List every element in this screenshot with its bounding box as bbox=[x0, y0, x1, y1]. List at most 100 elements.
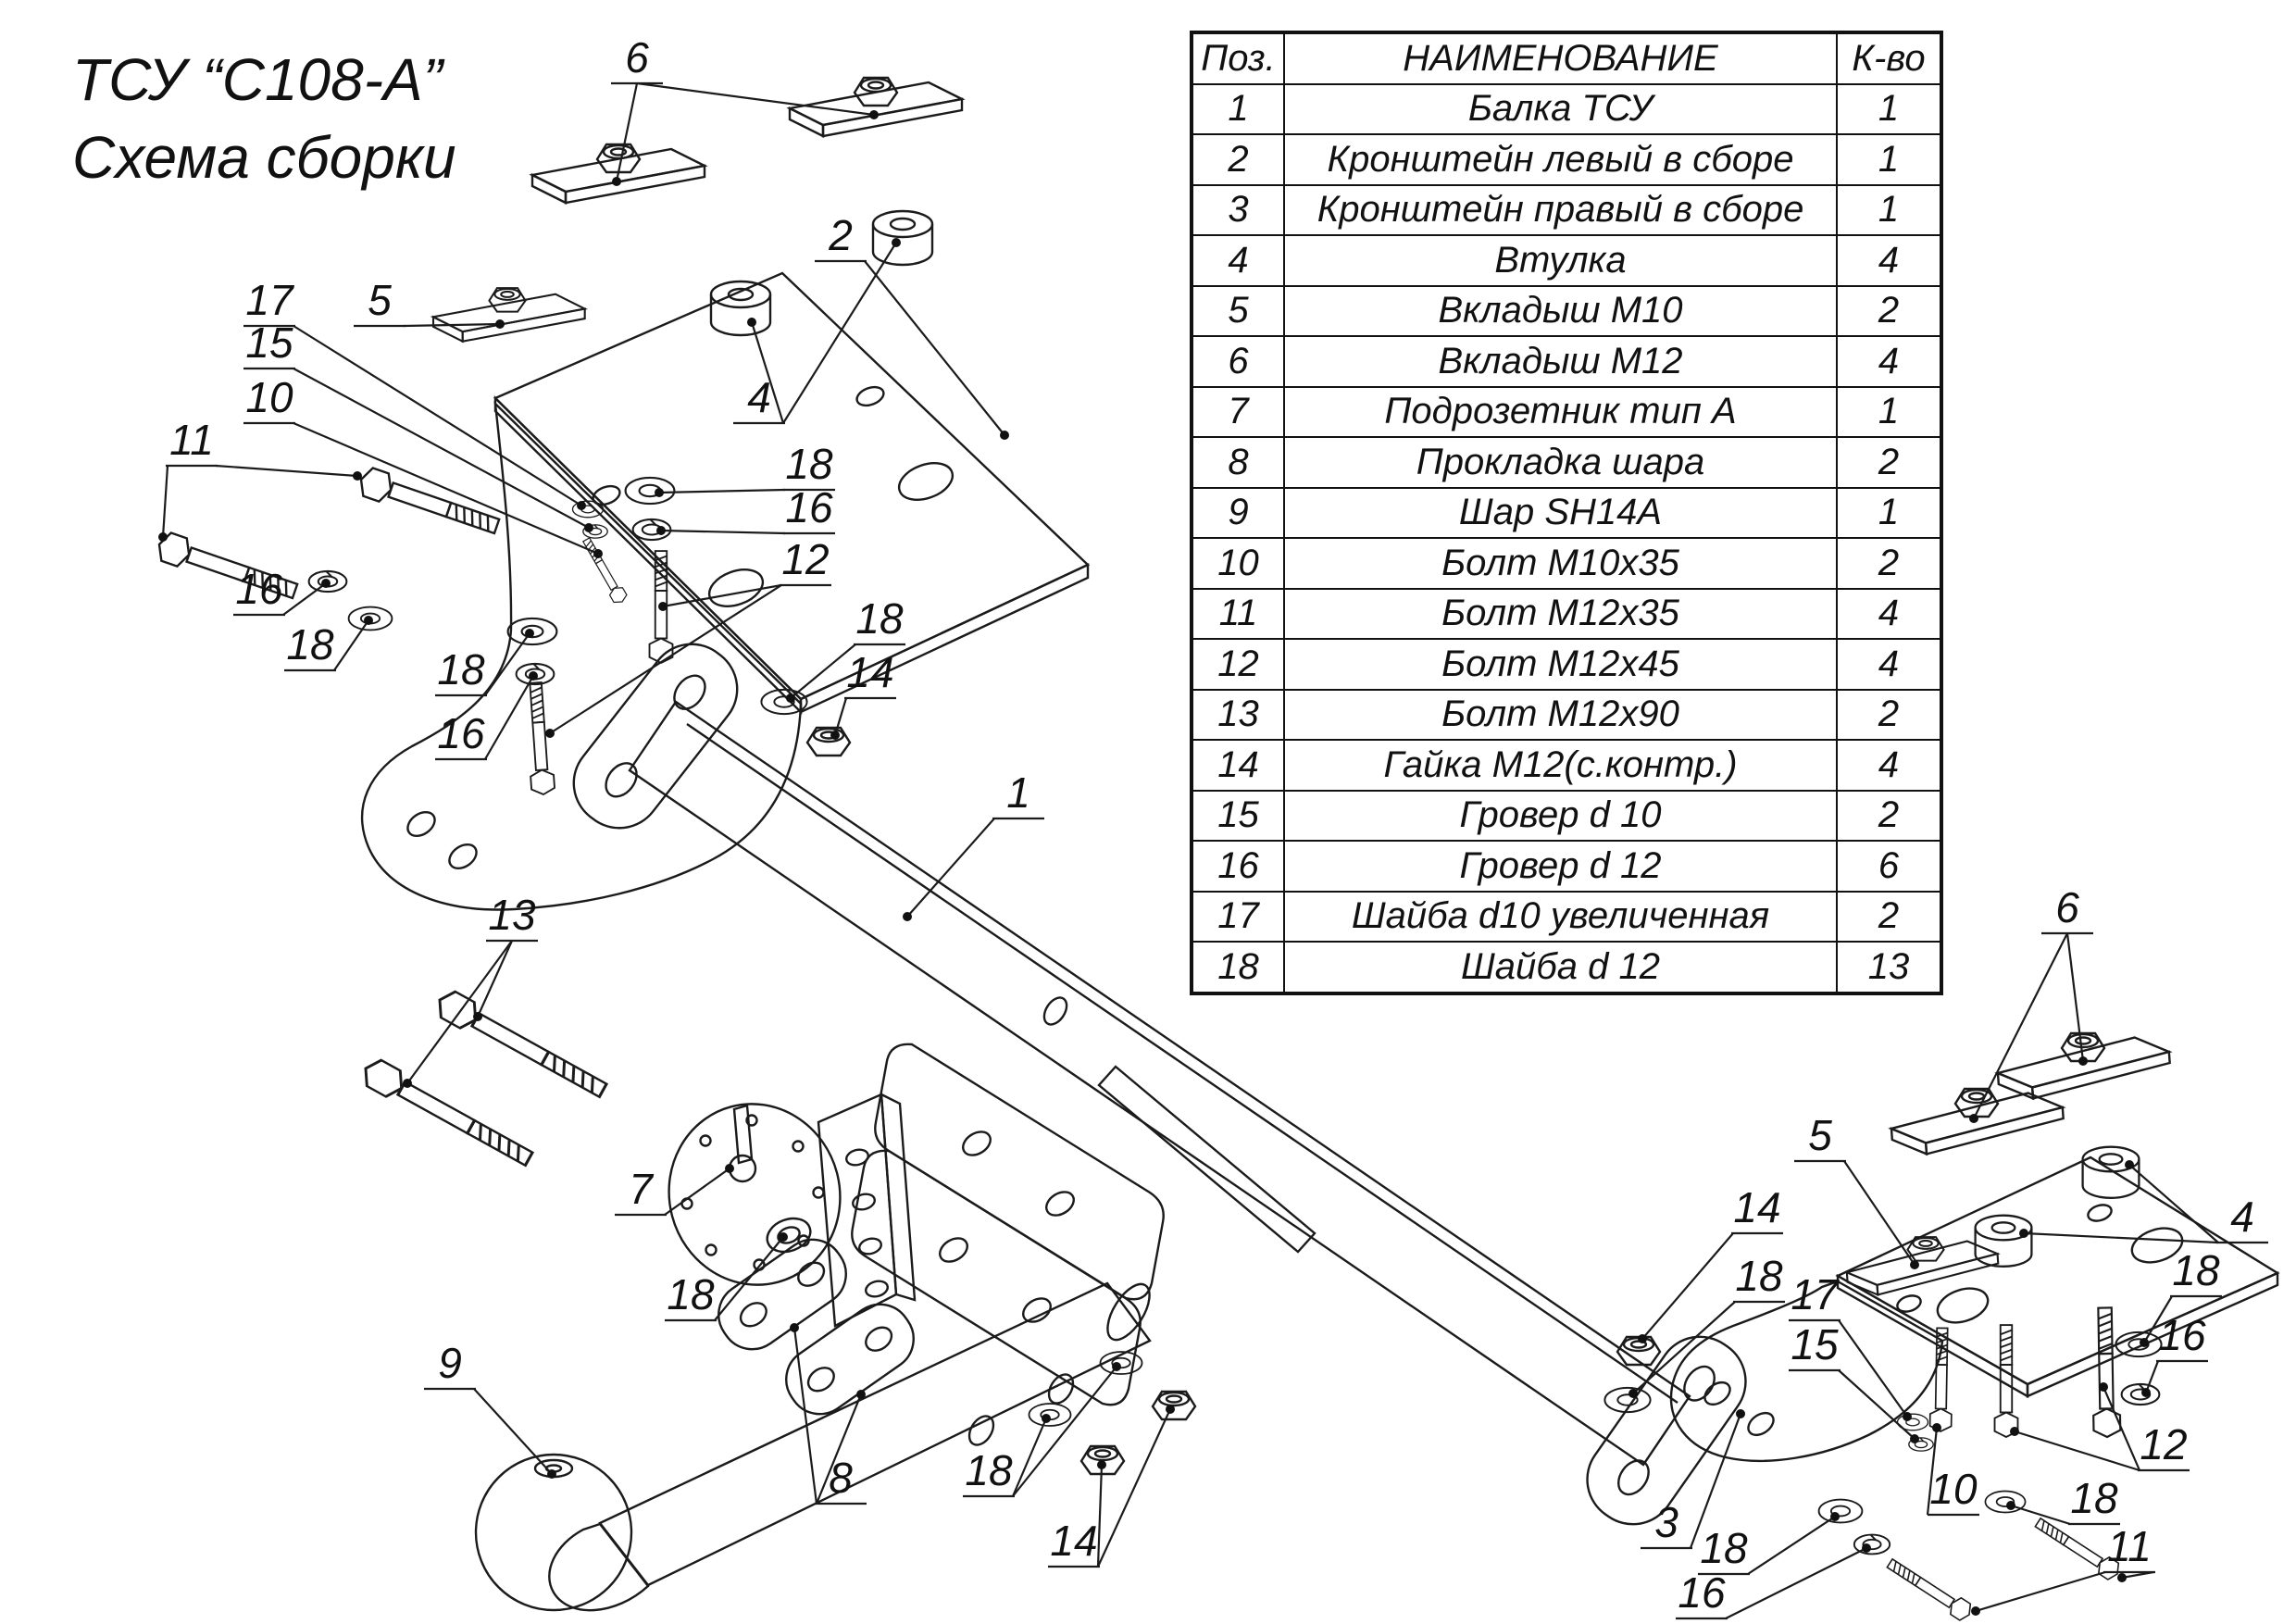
cell-qty: 1 bbox=[1836, 133, 1942, 186]
callout-6-0: 6 bbox=[611, 33, 879, 186]
cell-name: Втулка bbox=[1283, 234, 1838, 287]
beam-hole bbox=[1042, 996, 1068, 1026]
callout-number: 5 bbox=[368, 276, 392, 324]
spring-washer-d12 bbox=[2120, 1382, 2161, 1406]
callout-number: 18 bbox=[965, 1446, 1013, 1494]
cell-pos: 1 bbox=[1191, 82, 1285, 135]
cell-pos: 3 bbox=[1191, 183, 1285, 236]
center-plate-hole bbox=[1022, 1297, 1052, 1323]
callout-18-39: 18 bbox=[2006, 1474, 2120, 1526]
callout-number: 1 bbox=[1006, 768, 1030, 817]
center-bracket bbox=[851, 1043, 1165, 1406]
drawing-title: ТСУ “С108-А” Схема сборки bbox=[72, 41, 456, 196]
ball-hitch bbox=[474, 1281, 1152, 1612]
hitch-arm-hole bbox=[967, 1415, 995, 1446]
bushing-seat-hole bbox=[707, 568, 765, 607]
cell-name: Прокладка шара bbox=[1283, 436, 1838, 489]
callout-18-14: 18 bbox=[786, 594, 905, 703]
ball-pad-a bbox=[718, 1238, 847, 1351]
callout-number: 18 bbox=[855, 594, 904, 643]
drawing-title-line2: Схема сборки bbox=[72, 124, 456, 191]
callout-number: 18 bbox=[437, 645, 485, 693]
insert-plate-m10-left bbox=[431, 293, 586, 343]
callout-4-16: 4 bbox=[733, 238, 901, 425]
cell-pos: 6 bbox=[1191, 335, 1285, 388]
callout-1-17: 1 bbox=[903, 768, 1044, 921]
insert-plate-m12-left-b bbox=[788, 81, 964, 138]
bushing-seat-hole bbox=[1936, 1287, 1990, 1324]
callout-number: 13 bbox=[488, 891, 536, 939]
cell-pos: 7 bbox=[1191, 385, 1285, 438]
cell-qty: 2 bbox=[1836, 537, 1942, 590]
callout-number: 17 bbox=[245, 276, 294, 324]
callout-18-8: 18 bbox=[284, 616, 373, 672]
cell-qty: 2 bbox=[1836, 890, 1942, 943]
angle-bracket bbox=[817, 1092, 917, 1328]
washer-d12 bbox=[1817, 1498, 1864, 1524]
cell-name: Гровер d 12 bbox=[1283, 840, 1838, 893]
callout-10-35: 10 bbox=[1926, 1423, 1979, 1517]
callout-10-5: 10 bbox=[243, 373, 603, 558]
callout-number: 2 bbox=[828, 211, 853, 259]
callout-18-9: 18 bbox=[435, 629, 534, 697]
cell-qty: 13 bbox=[1836, 941, 1942, 994]
callout-16-7: 16 bbox=[233, 565, 331, 617]
bolt-m12x45 bbox=[1993, 1324, 2019, 1438]
header-pos: Поз. bbox=[1191, 31, 1285, 85]
hitch-elbow bbox=[548, 1522, 650, 1612]
cell-pos: 17 bbox=[1191, 890, 1285, 943]
callout-16-33: 16 bbox=[2141, 1311, 2208, 1397]
keyhole-slot bbox=[732, 1104, 754, 1165]
cell-name: Шайба d10 увеличенная bbox=[1283, 890, 1838, 943]
ball-pad-b bbox=[785, 1303, 915, 1416]
left-bracket-assembly bbox=[361, 271, 1091, 911]
callout-4-27: 4 bbox=[2019, 1160, 2268, 1244]
bolt-m12x45 bbox=[523, 681, 556, 796]
cell-name: Вкладыш М10 bbox=[1283, 284, 1838, 337]
right-bracket-web bbox=[1669, 1280, 1944, 1463]
callout-number: 18 bbox=[2070, 1474, 2118, 1522]
callout-number: 4 bbox=[747, 373, 771, 421]
beam-highlight bbox=[686, 723, 1678, 1404]
callout-8-22: 8 bbox=[790, 1323, 867, 1505]
callout-number: 10 bbox=[245, 373, 293, 421]
cell-qty: 2 bbox=[1836, 789, 1942, 842]
cell-name: Шар SH14A bbox=[1283, 486, 1838, 539]
callout-17-30: 17 bbox=[1789, 1270, 1912, 1421]
main-beam bbox=[572, 643, 1747, 1526]
beam-tube bbox=[628, 700, 1691, 1467]
callout-11-6: 11 bbox=[158, 416, 362, 542]
beam-end-plate-left bbox=[572, 643, 739, 830]
callout-14-24: 14 bbox=[1048, 1405, 1175, 1568]
cell-pos: 10 bbox=[1191, 537, 1285, 590]
cell-pos: 15 bbox=[1191, 789, 1285, 842]
lock-nut-m12 bbox=[1151, 1390, 1197, 1421]
callout-16-38: 16 bbox=[1676, 1543, 1871, 1620]
callout-number: 5 bbox=[1808, 1111, 1832, 1159]
callout-number: 16 bbox=[785, 483, 833, 531]
cell-pos: 9 bbox=[1191, 486, 1285, 539]
cell-qty: 1 bbox=[1836, 183, 1942, 236]
lock-nut-m12 bbox=[805, 726, 852, 757]
socket-plate-big-hole bbox=[766, 1217, 812, 1254]
cell-pos: 18 bbox=[1191, 941, 1285, 994]
washer-d12 bbox=[1984, 1490, 2027, 1514]
callout-number: 18 bbox=[286, 620, 334, 668]
callout-9-21: 9 bbox=[424, 1339, 556, 1479]
bushing-seat-hole bbox=[897, 462, 955, 501]
callout-number: 8 bbox=[829, 1454, 853, 1502]
callout-14-28: 14 bbox=[1638, 1183, 1783, 1343]
callout-number: 4 bbox=[2230, 1193, 2254, 1241]
